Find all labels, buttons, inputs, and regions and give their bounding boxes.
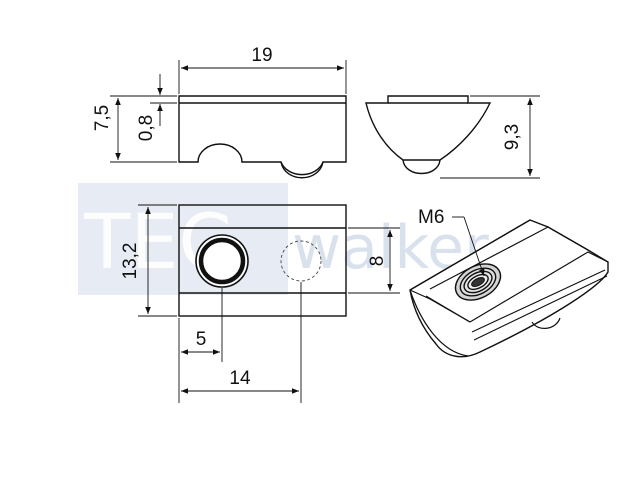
dimension-label-0-8: 0,8: [136, 115, 157, 141]
iso-edge-lines: [425, 269, 608, 341]
iso-bulge: [531, 317, 561, 329]
dimension-label-7-5: 7,5: [92, 105, 113, 131]
thread-callout: M6: [418, 207, 485, 277]
dimension-lip-thickness: 0,8: [136, 74, 177, 141]
iso-threaded-hole-thread-3: [467, 273, 489, 291]
end-view: [365, 95, 492, 175]
iso-rounded-bottom: [409, 289, 469, 357]
dimension-slot-height: 8: [348, 227, 400, 294]
iso-threaded-hole-thread-1: [459, 267, 497, 297]
dimension-height-total: 7,5: [92, 95, 177, 163]
dimension-label-5: 5: [196, 329, 207, 350]
dimension-label-14: 14: [229, 368, 251, 389]
dimension-label-19: 19: [251, 45, 272, 66]
dimension-label-8: 8: [367, 256, 388, 267]
top-view-outline: [178, 204, 347, 317]
side-view-outline: [178, 95, 347, 176]
dimension-top-width: 13,2: [120, 204, 177, 317]
isometric-view: [409, 219, 609, 358]
iso-top-face: [409, 219, 609, 323]
dimension-end-height: 9,3: [440, 95, 540, 179]
top-view: [178, 204, 347, 317]
hidden-hole: [280, 240, 322, 282]
dimension-hole-offset: 5: [178, 288, 223, 362]
side-view-bulge: [280, 161, 324, 179]
thread-label: M6: [418, 207, 444, 228]
dimension-side-width: 19: [178, 45, 347, 94]
dimension-hole-spacing: 14: [178, 282, 302, 403]
watermark-box: [78, 183, 288, 295]
end-view-outline: [365, 95, 492, 161]
dimension-label-13-2: 13,2: [120, 243, 141, 280]
dimension-label-9-3: 9,3: [502, 124, 523, 150]
threaded-hole: [195, 234, 249, 288]
iso-threaded-hole-core: [471, 276, 485, 288]
side-view: [178, 95, 347, 179]
threaded-hole-inner: [198, 237, 246, 285]
iso-body: [409, 219, 609, 358]
end-view-bulge: [402, 159, 441, 175]
iso-threaded-hole-thread-2: [463, 270, 493, 294]
